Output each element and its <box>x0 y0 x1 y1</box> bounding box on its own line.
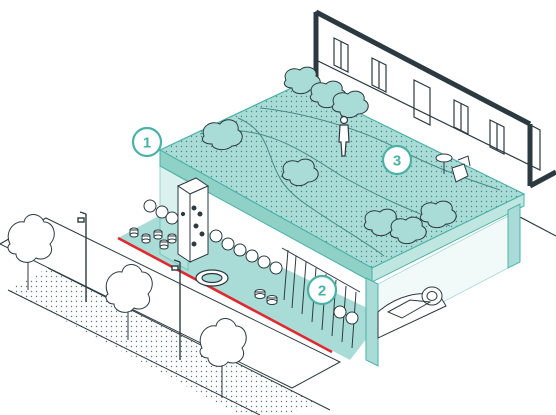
callout-2: 2 <box>308 276 336 304</box>
callout-3: 3 <box>383 146 411 174</box>
callout-1-label: 1 <box>143 135 151 152</box>
round-planter <box>196 270 228 286</box>
glass-tower <box>178 178 208 262</box>
callout-3-label: 3 <box>393 153 401 170</box>
callout-2-label: 2 <box>318 283 326 300</box>
callout-1: 1 <box>133 128 161 156</box>
